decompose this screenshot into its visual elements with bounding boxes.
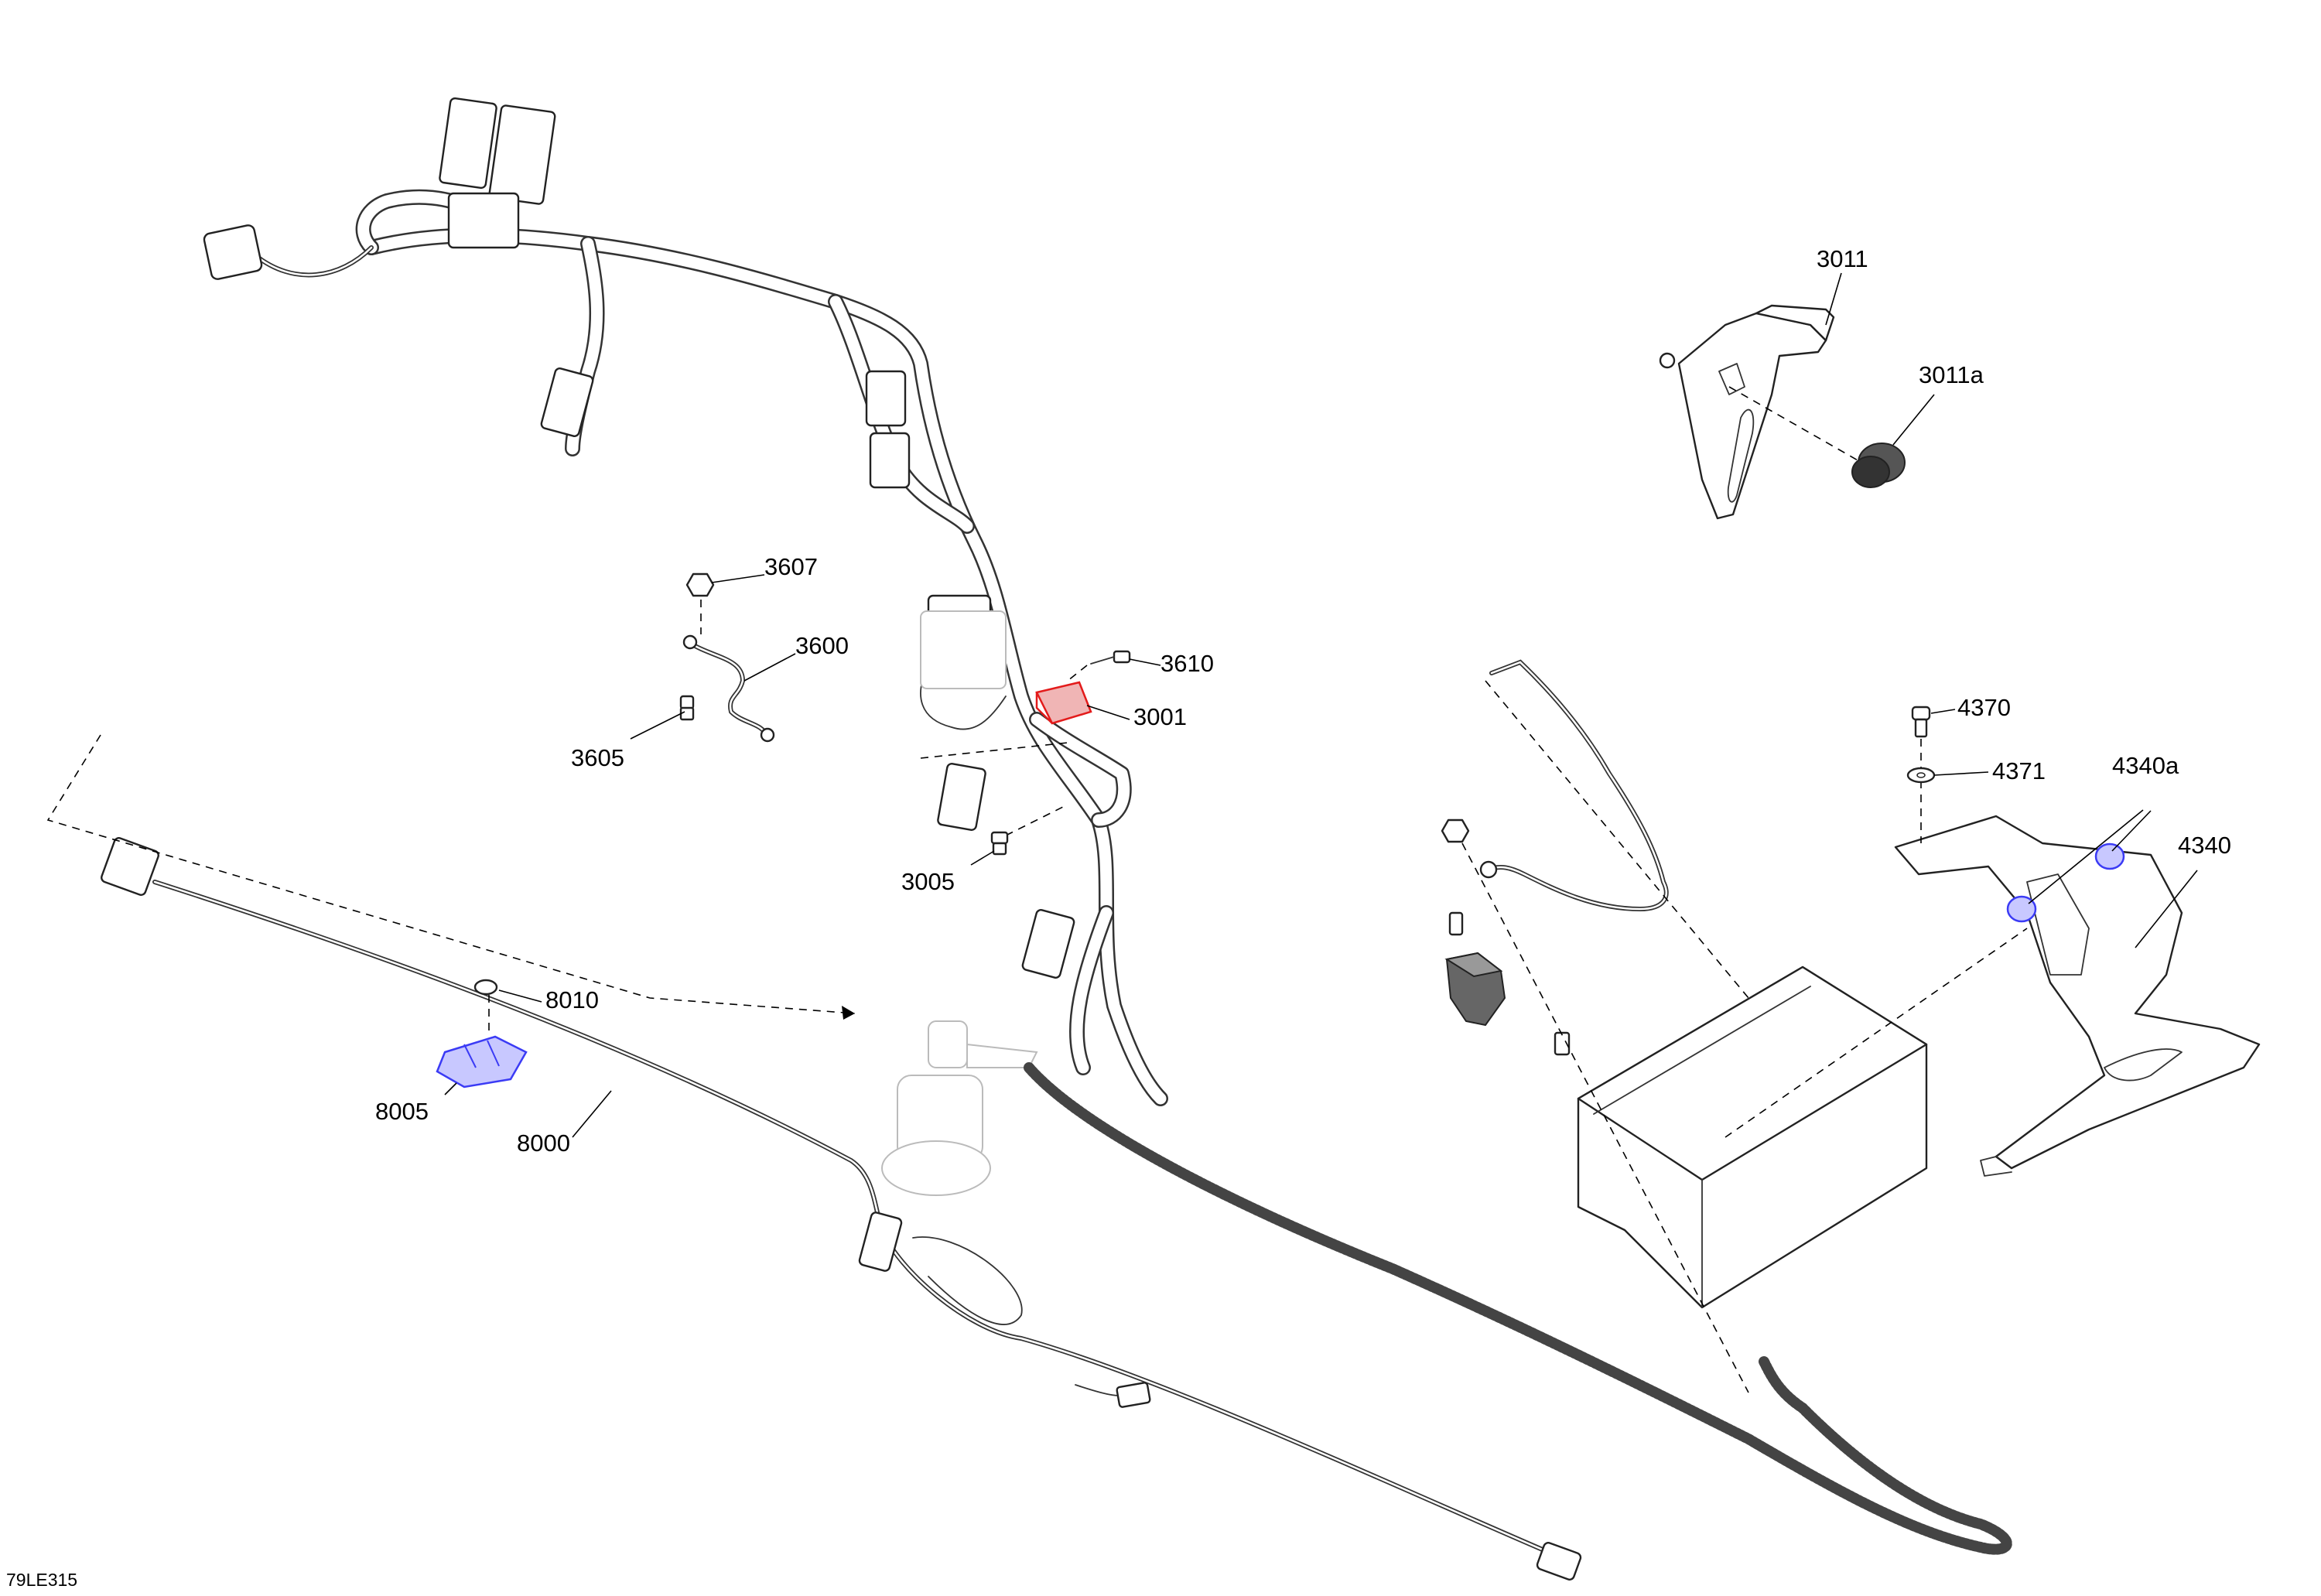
bracket-3011 xyxy=(1659,304,1865,520)
battery-positive-cable xyxy=(1479,659,1669,912)
clip-8005 xyxy=(436,1035,528,1088)
callout-4371: 4371 xyxy=(1992,757,2046,784)
main-wiring-harness xyxy=(253,189,1168,1106)
callout-4340: 4340 xyxy=(2178,832,2231,859)
bolt-4370 xyxy=(1911,706,1931,843)
terminal-cover xyxy=(1444,952,1506,1027)
callout-8010: 8010 xyxy=(545,986,599,1013)
leader-lines xyxy=(444,272,2198,1138)
battery-alignment-line-1 xyxy=(1485,680,1749,999)
bolt-3605 xyxy=(679,695,695,721)
screw-3005 xyxy=(990,831,1009,856)
relay-bracket-ghost xyxy=(920,610,1068,836)
callout-4370: 4370 xyxy=(1957,694,2011,721)
callout-3011a: 3011a xyxy=(1919,361,1984,388)
harness-connectors xyxy=(203,97,1075,979)
callout-3600: 3600 xyxy=(795,632,849,659)
callout-3001: 3001 xyxy=(1133,703,1187,730)
callout-3607: 3607 xyxy=(764,553,818,580)
battery-alignment-line-2 xyxy=(1461,842,1749,1393)
callout-3605: 3605 xyxy=(571,744,624,771)
callout-8005: 8005 xyxy=(375,1098,429,1125)
routing-guide-arrow xyxy=(842,1006,855,1020)
ground-cable-3600 xyxy=(682,634,775,743)
screw-8010 xyxy=(473,979,498,1037)
diagram-code: 79LE315 xyxy=(6,1570,77,1590)
washer-4371 xyxy=(1906,767,1936,784)
routing-guide-line xyxy=(46,734,856,1014)
battery-cable-conduit xyxy=(1024,1062,2012,1555)
battery-alignment-line-3 xyxy=(1725,928,2028,1138)
nut-3607 xyxy=(685,572,715,634)
screw-3610 xyxy=(1067,650,1131,682)
grommet-3011a xyxy=(1851,443,1906,488)
battery-holder-4340 xyxy=(1894,815,2261,1177)
harness-8000 xyxy=(101,837,1582,1581)
battery-nut xyxy=(1441,819,1470,936)
relay-3001 xyxy=(1035,681,1092,725)
callout-labels: 3011 3011a 3607 3600 3610 3001 3605 3005… xyxy=(375,245,2231,1157)
starter-solenoid-ghost xyxy=(881,1020,1038,1196)
battery xyxy=(1554,965,1928,1309)
callout-3005: 3005 xyxy=(901,868,955,895)
callout-3011: 3011 xyxy=(1817,245,1868,272)
callout-8000: 8000 xyxy=(517,1130,570,1157)
callout-4340a: 4340a xyxy=(2112,752,2179,779)
callout-3610: 3610 xyxy=(1160,650,1214,677)
